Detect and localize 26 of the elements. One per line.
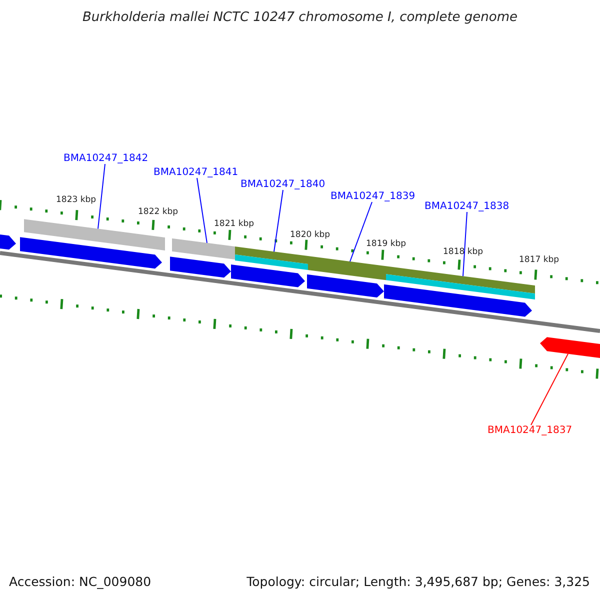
footer-text: Topology: circular; Length: 3,495,687 bp; Genes: 3,325 [246,574,590,589]
gene-label: BMA10247_1838 [424,201,510,212]
scale-label: 1820 kbp [290,230,330,240]
gene-arrow-drawing [170,238,235,278]
gene-label: BMA10247_1842 [64,153,148,164]
gene-arrow-drawing [307,256,386,298]
scale-label: 1822 kbp [138,207,178,217]
leader-line [98,164,106,230]
gene-label: BMA10247_1837 [488,425,572,436]
gene-arrow-drawing [231,246,308,288]
gene-label: BMA10247_1839 [330,191,416,202]
gene-arrow-drawing [384,266,535,317]
gene-arrow-drawing [0,233,16,250]
footer-text: Accession: NC_009080 [9,574,152,589]
scale-label: 1817 kbp [519,255,560,265]
gene-arrow-drawing [20,219,165,269]
leader-line [196,178,208,244]
gene-arrow-drawing [540,337,600,360]
leader-line [350,202,372,262]
leader-line [274,190,284,252]
gene-label: BMA10247_1840 [240,179,326,190]
leader-line [462,212,468,277]
leader-line [530,353,568,426]
scale-label: 1823 kbp [56,195,96,205]
gene-label: BMA10247_1841 [154,167,238,178]
title: Burkholderia mallei NCTC 10247 chromosome I, complete genome [81,10,519,25]
